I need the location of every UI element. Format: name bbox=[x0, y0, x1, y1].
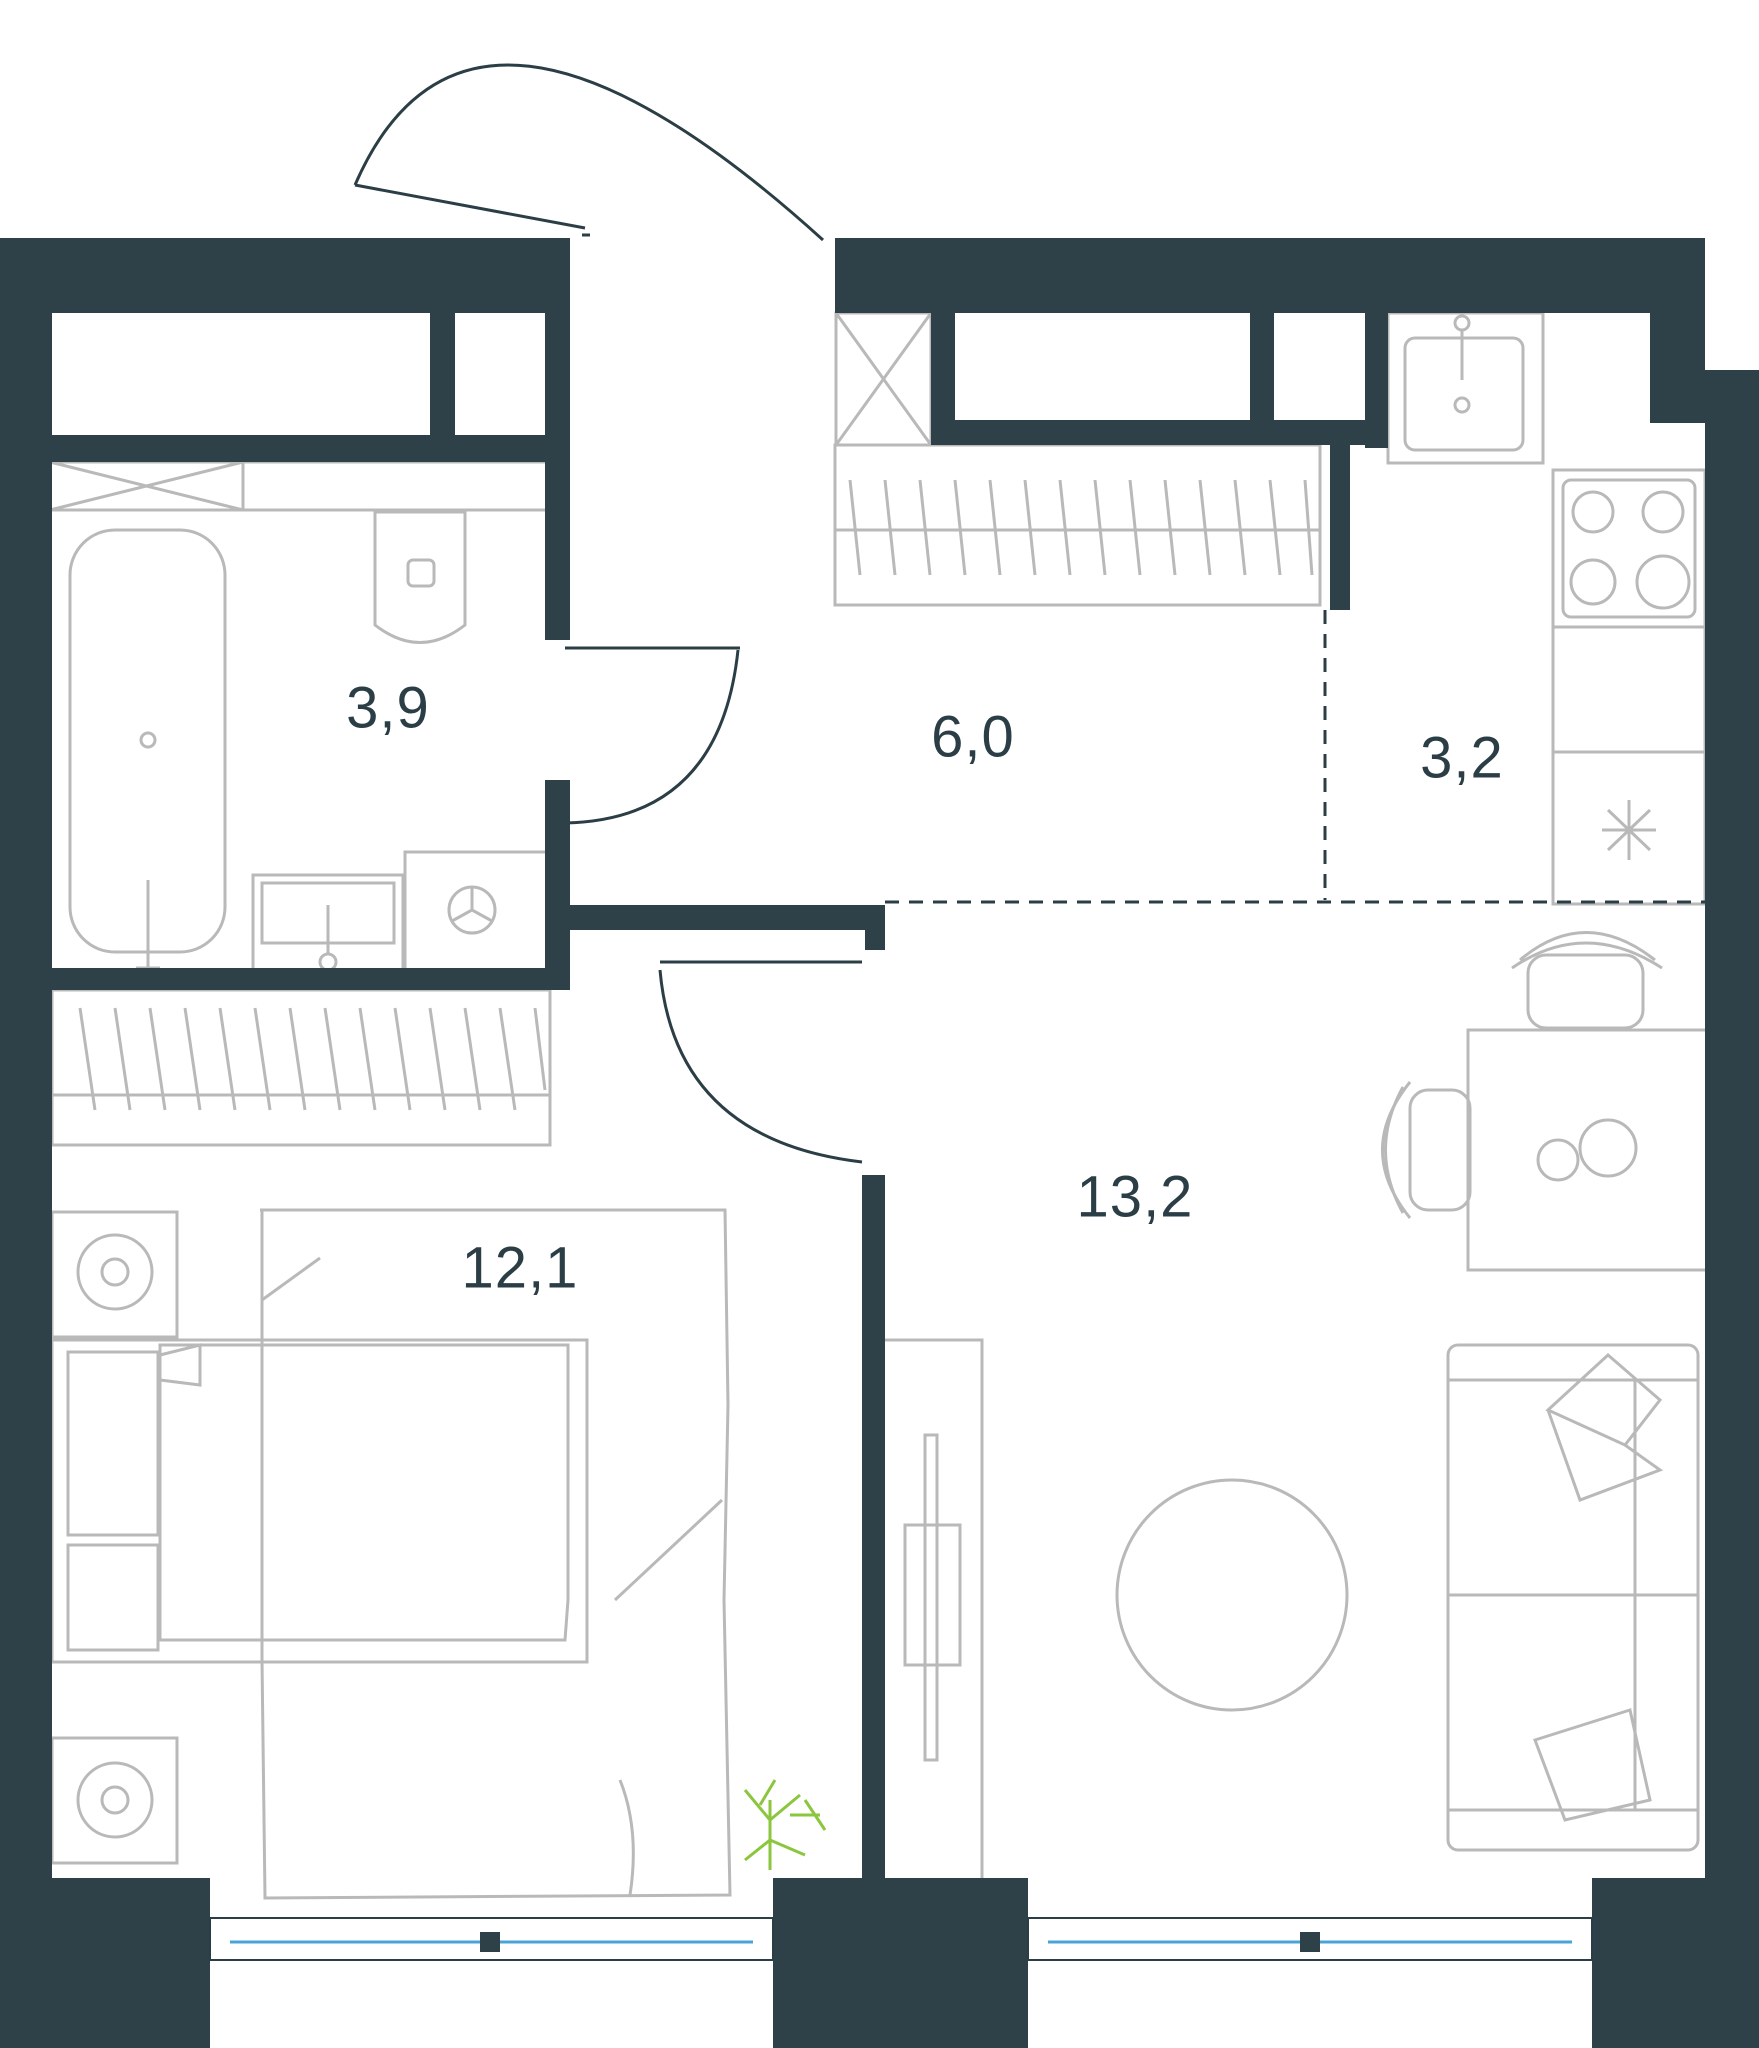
hallway-wardrobe-icon bbox=[833, 443, 1322, 607]
zone-separators bbox=[885, 610, 1705, 904]
tv-stand-icon bbox=[880, 1338, 984, 1902]
toilet-icon bbox=[373, 510, 467, 644]
sink-icon bbox=[251, 873, 405, 974]
washing-machine-icon bbox=[403, 850, 550, 974]
nightstand-icon bbox=[50, 1210, 179, 1339]
dining-table-icon bbox=[1466, 1028, 1710, 1272]
bathroom-area: 3,9 bbox=[346, 675, 430, 741]
walls bbox=[0, 238, 1759, 2048]
window-icon bbox=[209, 1917, 774, 1961]
kitchen-sink-icon bbox=[1386, 311, 1545, 465]
wardrobe-icon bbox=[50, 988, 552, 1147]
door-icon bbox=[564, 649, 740, 825]
hallway-area: 6,0 bbox=[931, 704, 1015, 770]
round-rug-icon bbox=[1115, 1478, 1349, 1712]
chair-icon bbox=[1511, 931, 1663, 1030]
furniture-layer bbox=[48, 311, 1710, 1902]
chair-icon bbox=[1381, 1081, 1472, 1219]
bathtub-icon bbox=[68, 528, 227, 970]
fridge-icon bbox=[1551, 750, 1707, 906]
window-icon bbox=[1027, 1917, 1593, 1961]
nightstand-icon bbox=[50, 1736, 179, 1865]
door-icon bbox=[658, 969, 863, 1164]
kitchen-area: 3,2 bbox=[1420, 725, 1504, 791]
bed-icon bbox=[50, 1208, 732, 1900]
bedroom-area: 12,1 bbox=[461, 1235, 579, 1301]
door-icon bbox=[353, 63, 825, 242]
door-swings bbox=[353, 63, 863, 1164]
sofa-icon bbox=[1446, 1343, 1700, 1852]
stove-icon bbox=[1551, 468, 1707, 629]
plant-icon bbox=[743, 1779, 827, 1870]
living-room-area: 13,2 bbox=[1076, 1164, 1194, 1230]
